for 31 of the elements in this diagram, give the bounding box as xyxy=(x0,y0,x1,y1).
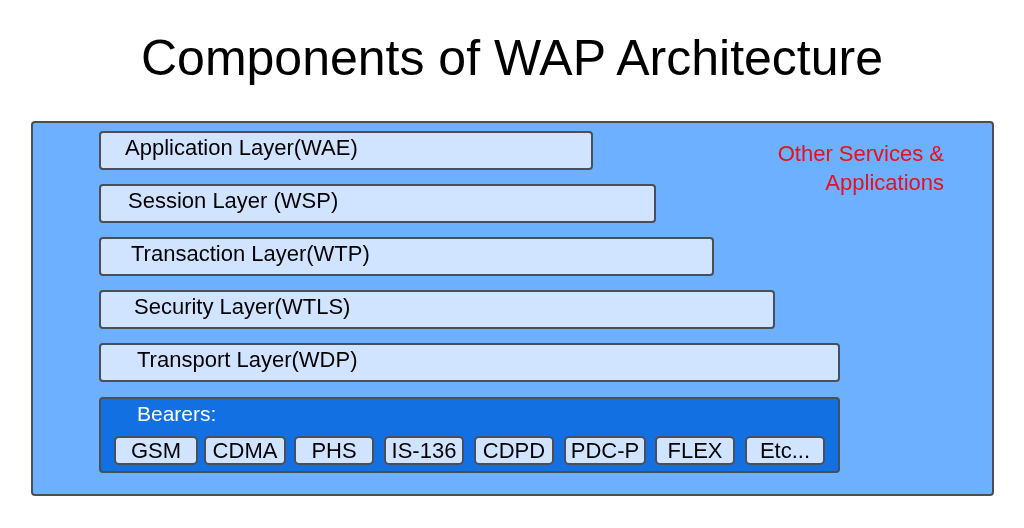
diagram-title: Components of WAP Architecture xyxy=(140,29,884,88)
bearer-label: PHS xyxy=(311,438,357,463)
bearer-label: FLEX xyxy=(667,438,723,463)
layer-bar xyxy=(99,184,656,223)
bearer-label: PDC-P xyxy=(570,438,640,463)
bearer-chip xyxy=(474,436,554,465)
bearer-label: IS-136 xyxy=(391,438,457,463)
layer-label: Application Layer(WAE) xyxy=(125,134,358,162)
bearer-label: Etc... xyxy=(759,438,811,463)
layer-bar xyxy=(99,131,593,170)
bearer-chip xyxy=(384,436,464,465)
architecture-panel xyxy=(31,121,994,496)
bearer-chip xyxy=(294,436,374,465)
bearer-chip xyxy=(745,436,825,465)
layer-label: Transaction Layer(WTP) xyxy=(131,240,370,268)
bearer-chip xyxy=(204,436,286,465)
layer-label: Session Layer (WSP) xyxy=(128,187,339,215)
bearer-chip xyxy=(655,436,735,465)
bearer-chip xyxy=(564,436,646,465)
bearers-panel xyxy=(99,397,840,473)
layer-bar xyxy=(99,343,840,382)
bearer-label: GSM xyxy=(130,438,182,463)
bearer-chip xyxy=(114,436,198,465)
bearers-heading: Bearers: xyxy=(137,401,217,427)
bearer-label: CDMA xyxy=(212,438,278,463)
bearer-label: CDPD xyxy=(482,438,546,463)
side-note: Other Services & Applications xyxy=(776,140,944,197)
layer-bar xyxy=(99,237,714,276)
layer-label: Security Layer(WTLS) xyxy=(134,293,351,321)
layer-bar xyxy=(99,290,775,329)
layer-label: Transport Layer(WDP) xyxy=(137,346,358,374)
